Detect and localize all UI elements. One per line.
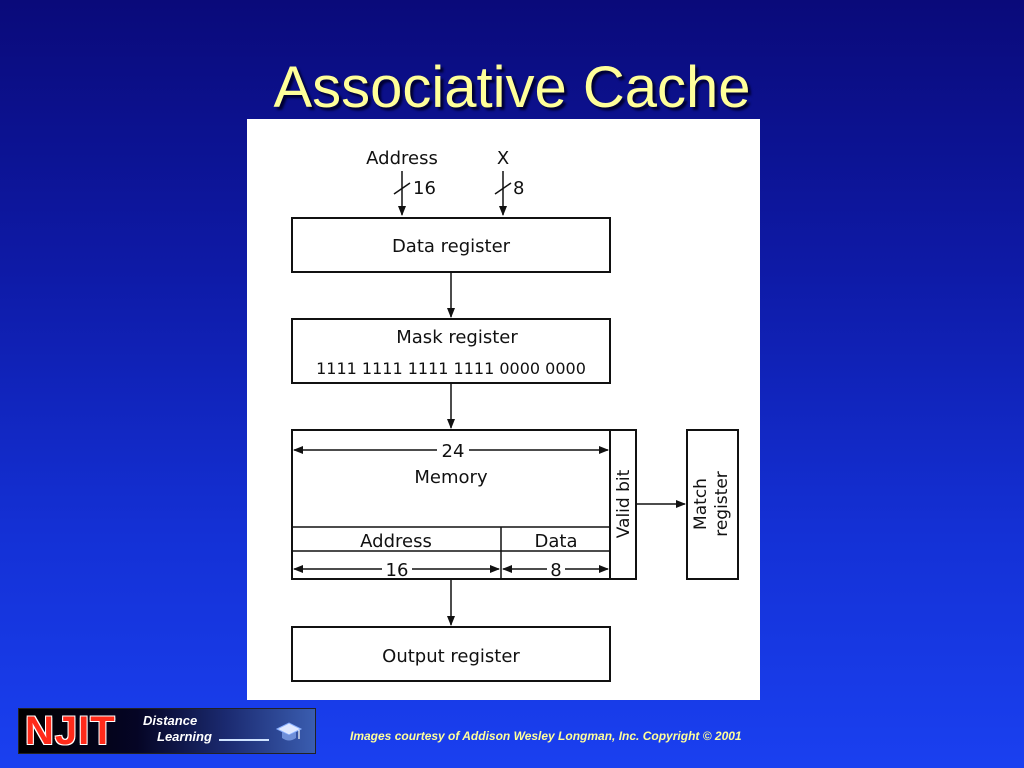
memory-data-field-label: Data: [535, 531, 578, 552]
address-bus-slash: [393, 182, 411, 195]
data-width-label: 8: [550, 560, 561, 581]
address-input-label: Address: [366, 148, 438, 169]
memory-label: Memory: [414, 467, 488, 488]
mask-register-value: 1111 1111 1111 1111 0000 0000: [316, 359, 586, 378]
njit-logo: NJIT Distance Learning: [18, 708, 316, 754]
output-register-box: [291, 626, 611, 682]
address-width-label: 16: [386, 560, 409, 581]
match-register-line2: register: [712, 471, 732, 537]
x-bus-width: 8: [513, 178, 524, 199]
diagram-panel: Address 16 X 8 Data register Mask regist…: [247, 119, 760, 700]
x-input-label: X: [497, 148, 509, 169]
valid-bit-label: Valid bit: [614, 469, 634, 538]
slide-title: Associative Cache: [273, 55, 751, 120]
address-bus-width: 16: [413, 178, 436, 199]
x-bus-slash: [494, 182, 512, 195]
match-register-box: [686, 429, 739, 580]
mask-register-label: Mask register: [396, 327, 518, 348]
data-register-label: Data register: [392, 236, 511, 257]
logo-learning-text: Learning: [157, 729, 212, 744]
cache-diagram: Address 16 X 8 Data register Mask regist…: [291, 148, 739, 682]
image-credit: Images courtesy of Addison Wesley Longma…: [350, 729, 742, 743]
output-register-label: Output register: [382, 646, 520, 667]
memory-width-label: 24: [442, 441, 465, 462]
logo-distance-text: Distance: [143, 713, 198, 728]
match-register-line1: Match: [691, 478, 711, 530]
memory-address-field-label: Address: [360, 531, 432, 552]
graduation-cap-icon: [275, 722, 303, 741]
logo-line-decoration: [219, 739, 269, 741]
njit-logo-text: NJIT: [25, 709, 116, 753]
